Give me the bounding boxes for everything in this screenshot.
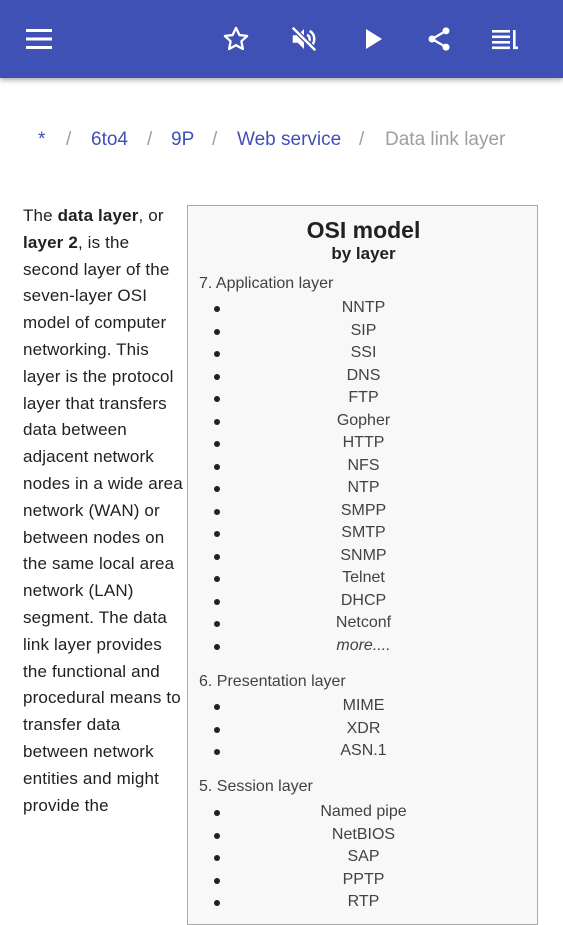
article-body: The data layer, or layer 2, is the secon… xyxy=(23,203,183,819)
menu-button[interactable] xyxy=(20,19,60,59)
protocol-item[interactable]: NFS xyxy=(188,455,537,478)
breadcrumb-item-home[interactable]: * xyxy=(38,129,46,150)
protocol-item[interactable]: ASN.1 xyxy=(188,740,537,763)
protocol-item[interactable]: SMPP xyxy=(188,500,537,523)
protocol-item[interactable]: Named pipe xyxy=(188,801,537,824)
contents-button[interactable] xyxy=(486,19,526,59)
protocol-item[interactable]: FTP xyxy=(188,387,537,410)
share-button[interactable] xyxy=(419,19,459,59)
protocol-item[interactable]: XDR xyxy=(188,718,537,741)
protocol-item[interactable]: MIME xyxy=(188,695,537,718)
protocol-item[interactable]: NTP xyxy=(188,477,537,500)
protocol-item[interactable]: NetBIOS xyxy=(188,824,537,847)
breadcrumb: * / 6to4 / 9P / Web service / Data link … xyxy=(0,125,563,155)
breadcrumb-separator: / xyxy=(66,129,72,150)
protocol-item[interactable]: DNS xyxy=(188,365,537,388)
breadcrumb-item-web-service[interactable]: Web service xyxy=(237,129,342,150)
layer-heading-session: 5. Session layer xyxy=(199,778,313,795)
term-data-layer: data layer xyxy=(57,206,139,225)
infobox-title: OSI model xyxy=(306,217,421,243)
playlist-icon xyxy=(492,30,518,50)
share-icon xyxy=(428,27,450,51)
protocol-item[interactable]: SMTP xyxy=(188,522,537,545)
breadcrumb-separator: / xyxy=(212,129,218,150)
session-protocol-list: Named pipe NetBIOS SAP PPTP RTP xyxy=(188,801,537,914)
breadcrumb-separator: / xyxy=(359,129,365,150)
protocol-item[interactable]: PPTP xyxy=(188,869,537,892)
protocol-item[interactable]: SSI xyxy=(188,342,537,365)
infobox-subtitle: by layer xyxy=(331,244,396,263)
protocol-item[interactable]: SAP xyxy=(188,846,537,869)
protocol-item[interactable]: NNTP xyxy=(188,297,537,320)
article-text: , is the second layer of the seven-layer… xyxy=(23,232,183,815)
play-button[interactable] xyxy=(353,19,393,59)
menu-icon xyxy=(26,29,52,49)
breadcrumb-current: Data link layer xyxy=(385,129,506,150)
layer-heading-application: 7. Application layer xyxy=(199,275,334,292)
application-protocol-list: NNTP SIP SSI DNS FTP Gopher HTTP NFS NTP… xyxy=(188,297,537,658)
favorite-button[interactable] xyxy=(216,19,256,59)
protocol-item[interactable]: HTTP xyxy=(188,432,537,455)
article-text: The xyxy=(23,206,58,225)
presentation-protocol-list: MIME XDR ASN.1 xyxy=(188,695,537,763)
mute-button[interactable] xyxy=(284,19,324,59)
breadcrumb-separator: / xyxy=(147,129,153,150)
more-protocols-link[interactable]: more.... xyxy=(188,635,537,658)
protocol-item[interactable]: Telnet xyxy=(188,567,537,590)
protocol-item[interactable]: SNMP xyxy=(188,545,537,568)
article-text: , or xyxy=(138,206,164,225)
mute-icon xyxy=(290,25,318,53)
protocol-item[interactable]: Netconf xyxy=(188,612,537,635)
app-bar xyxy=(0,0,563,78)
protocol-item[interactable]: DHCP xyxy=(188,590,537,613)
play-icon xyxy=(366,29,382,49)
protocol-item[interactable]: SIP xyxy=(188,320,537,343)
breadcrumb-item-6to4[interactable]: 6to4 xyxy=(91,129,128,150)
star-icon xyxy=(223,26,249,51)
term-layer-2: layer 2 xyxy=(23,232,78,252)
layer-heading-presentation: 6. Presentation layer xyxy=(199,673,346,690)
osi-infobox: OSI model by layer 7. Application layer … xyxy=(187,205,538,925)
protocol-item[interactable]: RTP xyxy=(188,891,537,914)
breadcrumb-item-9p[interactable]: 9P xyxy=(171,129,195,150)
protocol-item[interactable]: Gopher xyxy=(188,410,537,433)
